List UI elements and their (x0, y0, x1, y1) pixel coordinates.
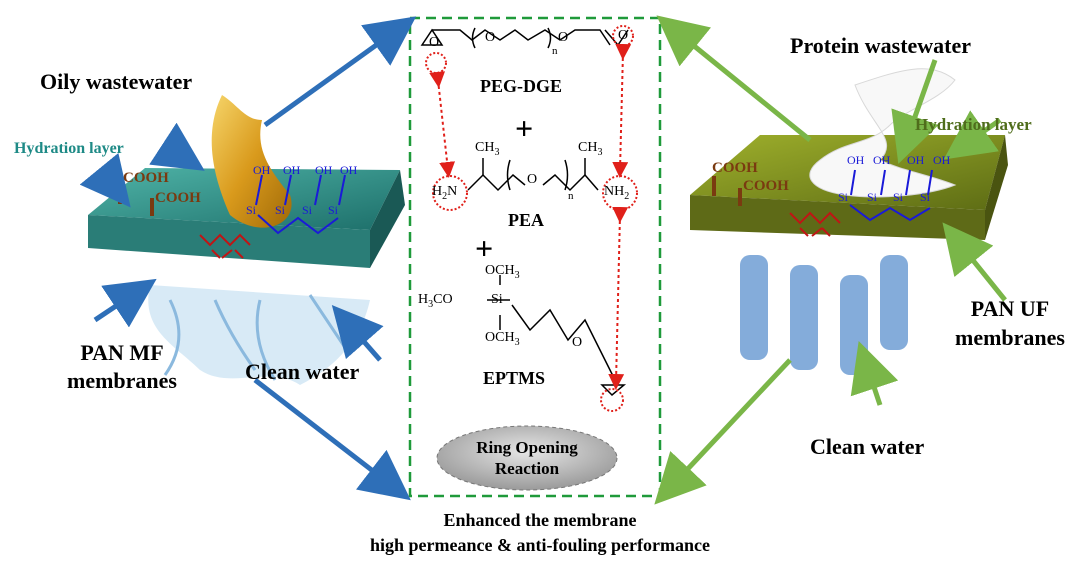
right-si-2: Si (867, 190, 878, 204)
green-arrows (654, 15, 1007, 505)
protein-wastewater-label: Protein wastewater (790, 33, 972, 58)
epoxide-ring-right (612, 25, 634, 47)
pea-structure (467, 158, 599, 192)
right-cooh-1: COOH (712, 160, 758, 176)
amine-circle-right (602, 175, 638, 211)
ring-opening-line1: Ring Opening (476, 438, 578, 457)
left-si-2: Si (275, 203, 286, 217)
left-cooh-2: COOH (155, 190, 201, 206)
right-pillars (740, 255, 908, 375)
left-cooh-1: COOH (123, 170, 169, 186)
plus-sign-2: + (475, 230, 494, 266)
right-silane-network (849, 169, 933, 222)
caption-line2: high permeance & anti-fouling performanc… (370, 535, 710, 555)
left-si-1: Si (246, 203, 257, 217)
left-water-splash (148, 285, 370, 385)
left-membrane-illustration (88, 95, 405, 385)
right-si-1: Si (838, 190, 849, 204)
right-oh-3: OH (907, 153, 925, 167)
left-si-4: Si (328, 203, 339, 217)
left-hydration-layer-label: Hydration layer (14, 140, 124, 157)
left-oh-4: OH (340, 163, 358, 177)
caption-line1: Enhanced the membrane (443, 510, 637, 530)
right-hydration-layer-label: Hydration layer (915, 115, 1032, 134)
pea-ch3-right: CH3 (578, 140, 603, 158)
right-si-3: Si (893, 190, 904, 204)
peg-o-3: O (558, 30, 569, 45)
eptms-och3-bottom: OCH3 (485, 330, 520, 348)
blue-arrows (79, 16, 417, 501)
peg-o-4: O (618, 28, 629, 43)
oily-wastewater-label: Oily wastewater (40, 69, 193, 94)
epoxide-ring-eptms (600, 388, 624, 412)
pea-subscript-n: n (568, 190, 574, 202)
peg-dge-label: PEG-DGE (480, 76, 563, 96)
right-oh-1: OH (847, 153, 865, 167)
eptms-h3co: H3CO (418, 292, 453, 310)
left-oh-1: OH (253, 163, 271, 177)
right-oh-2: OH (873, 153, 891, 167)
eptms-och3-top: OCH3 (485, 263, 520, 281)
right-oh-4: OH (933, 153, 951, 167)
pea-label: PEA (508, 210, 544, 230)
pea-h2n: H2N (432, 184, 458, 202)
left-oh-3: OH (315, 163, 333, 177)
ring-opening-line2: Reaction (494, 459, 560, 478)
pea-o: O (527, 172, 538, 187)
right-cooh-2: COOH (743, 178, 789, 194)
right-clean-water-label: Clean water (810, 434, 925, 459)
pan-uf-label: PAN UF (970, 296, 1050, 321)
pea-nh2: NH2 (604, 184, 630, 202)
eptms-label: EPTMS (483, 368, 546, 388)
left-crosslink-network (199, 233, 251, 259)
pan-mf-label-2: membranes (67, 368, 177, 393)
pea-ch3-left: CH3 (475, 140, 500, 158)
right-crosslink-network (789, 211, 841, 237)
amine-circle-left (432, 175, 468, 211)
plus-sign-1: + (515, 110, 534, 146)
left-clean-water-label: Clean water (245, 359, 360, 384)
ring-opening-badge (436, 425, 618, 491)
eptms-o: O (572, 335, 583, 350)
peg-o-2: O (485, 30, 496, 45)
left-silane-network (255, 174, 346, 235)
left-oh-2: OH (283, 163, 301, 177)
peg-subscript-n: n (552, 45, 558, 57)
reaction-box (408, 16, 662, 498)
pan-uf-label-2: membranes (955, 325, 1065, 350)
reaction-arrows (429, 43, 632, 390)
peg-dge-structure (420, 27, 629, 49)
right-si-4: Si (920, 190, 931, 204)
oil-droplet (211, 95, 292, 228)
peg-o-1: O (429, 35, 440, 50)
eptms-si: Si (491, 292, 503, 307)
pan-mf-label: PAN MF (80, 340, 164, 365)
left-si-3: Si (302, 203, 313, 217)
epoxide-ring-left (425, 52, 447, 74)
